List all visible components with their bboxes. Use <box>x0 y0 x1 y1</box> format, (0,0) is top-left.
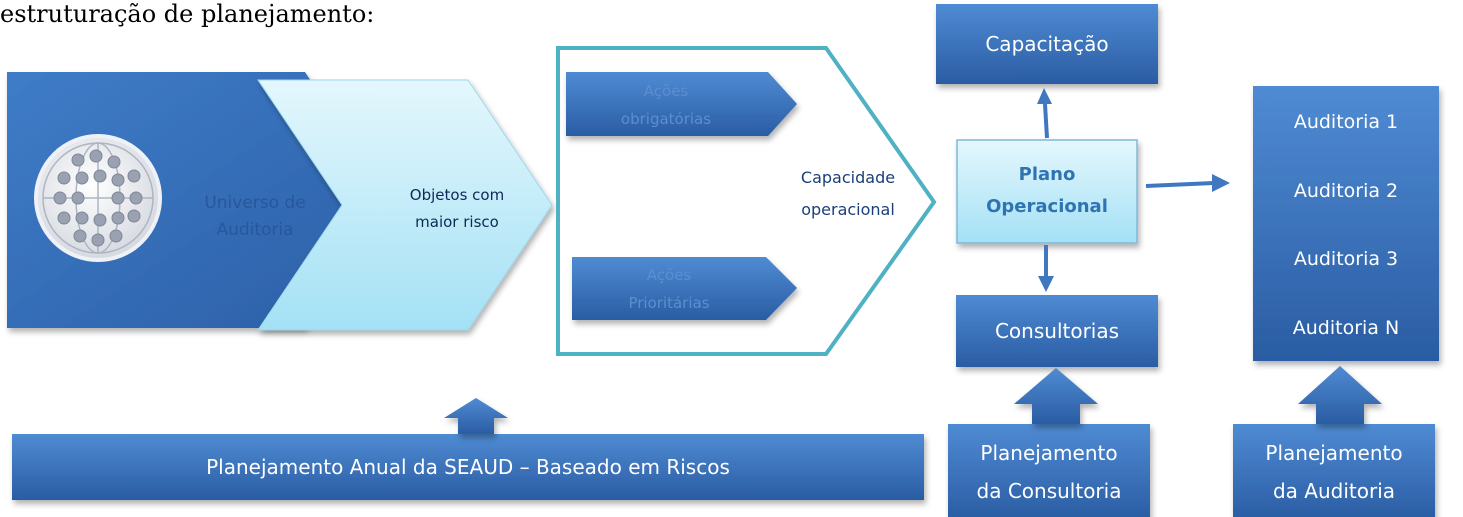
objetos-label: Objetos com maior risco <box>392 180 522 238</box>
acoes-prioritarias-line1: Ações <box>646 266 692 284</box>
plano-operacional-label: Plano Operacional <box>957 148 1137 234</box>
plano-operacional-box <box>956 139 1138 244</box>
auditoria-item-2: Auditoria 2 <box>1293 179 1399 202</box>
planejamento-consultoria-line1: Planejamento <box>980 441 1118 465</box>
planejamento-auditoria-line1: Planejamento <box>1265 441 1403 465</box>
capacitacao-label: Capacitação <box>985 32 1109 56</box>
planejamento-consultoria-box <box>948 424 1150 517</box>
auditoria-item-n: Auditoria N <box>1292 316 1400 339</box>
planejamento-auditoria-line2: da Auditoria <box>1272 479 1396 503</box>
acoes-obrigatorias-label: Ações obrigatórias <box>566 76 766 134</box>
consultorias-label: Consultorias <box>994 319 1120 343</box>
block-arrow-up-anual <box>444 398 508 434</box>
capacidade-label: Capacidade operacional <box>778 162 918 226</box>
acoes-prioritarias-box <box>572 257 797 320</box>
capacidade-line1: Capacidade <box>800 168 896 187</box>
capacidade-line2: operacional <box>801 200 895 219</box>
auditorias-box <box>1253 86 1439 361</box>
planejamento-auditoria-box <box>1233 424 1435 517</box>
arrow-to-capacitacao <box>1037 88 1052 139</box>
globe-icon <box>34 134 162 262</box>
arrow-to-auditorias <box>1145 174 1230 192</box>
universo-line2: Auditoria <box>216 220 294 240</box>
plano-line2: Operacional <box>986 196 1108 217</box>
block-arrow-up-consultoria <box>1014 368 1098 424</box>
objetos-chevron <box>257 79 553 331</box>
acoes-obrigatorias-line1: Ações <box>643 82 689 100</box>
planejamento-anual-label: Planejamento Anual da SEAUD – Baseado em… <box>206 455 730 479</box>
planejamento-consultoria-line2: da Consultoria <box>976 479 1122 503</box>
auditorias-list: Auditoria 1 Auditoria 2 Auditoria 3 Audi… <box>1253 110 1439 340</box>
plano-line1: Plano <box>1018 164 1076 185</box>
block-arrow-up-auditoria <box>1298 366 1382 424</box>
planejamento-anual-bar <box>12 434 924 500</box>
objetos-line1: Objetos com <box>409 186 505 204</box>
objetos-line2: maior risco <box>415 213 499 231</box>
universo-label: Universo de Auditoria <box>190 182 320 252</box>
auditoria-item-3: Auditoria 3 <box>1293 248 1399 271</box>
arrow-to-consultorias <box>1038 245 1054 292</box>
acoes-prioritarias-label: Ações Prioritárias <box>572 260 766 318</box>
acoes-obrigatorias-box <box>566 72 797 136</box>
acoes-obrigatorias-line2: obrigatórias <box>620 110 712 128</box>
acoes-prioritarias-line2: Prioritárias <box>628 294 710 312</box>
planejamento-consultoria-label: Planejamento da Consultoria <box>948 430 1150 514</box>
planejamento-auditoria-label: Planejamento da Auditoria <box>1233 430 1435 514</box>
universo-line1: Universo de <box>204 193 306 213</box>
capacitacao-box <box>936 4 1158 84</box>
intro-text: estruturação de planejamento: <box>0 0 375 28</box>
consultorias-box <box>956 295 1158 367</box>
auditoria-item-1: Auditoria 1 <box>1293 111 1399 133</box>
